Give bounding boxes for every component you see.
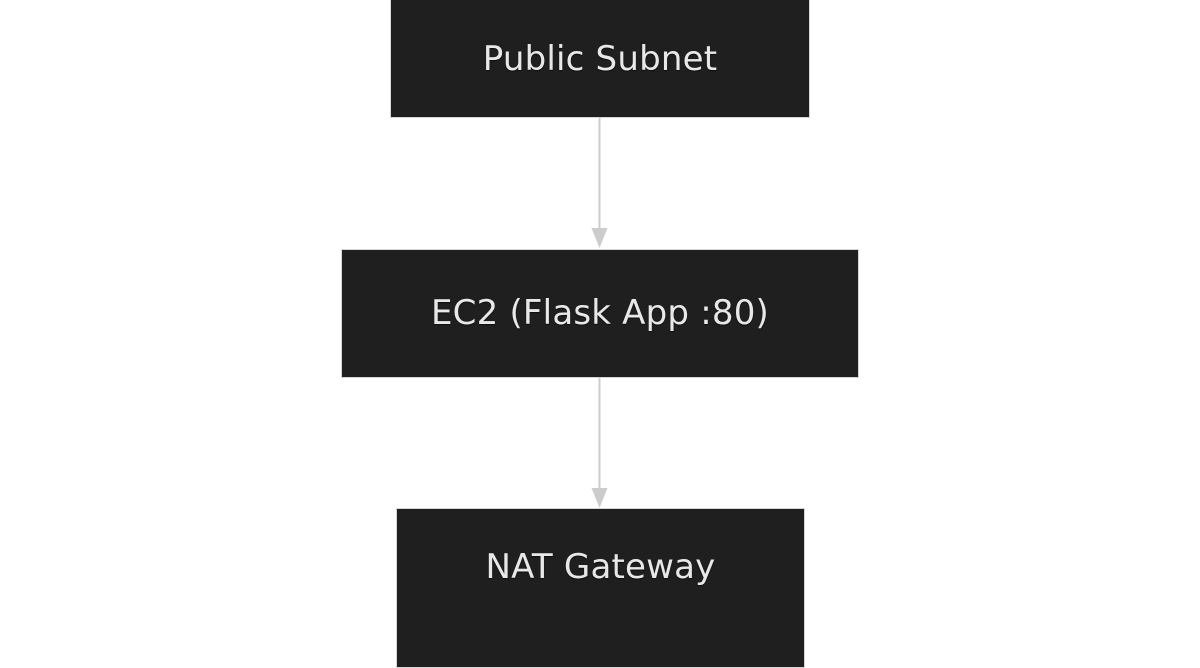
- node-ec2[interactable]: EC2 (Flask App :80): [341, 249, 859, 378]
- node-public-subnet-label: Public Subnet: [482, 38, 718, 79]
- flowchart-diagram: Public Subnet EC2 (Flask App :80) NAT Ga…: [341, 0, 859, 668]
- node-ec2-label: EC2 (Flask App :80): [431, 293, 769, 334]
- node-nat-gateway-label: NAT Gateway: [485, 546, 716, 587]
- node-public-subnet[interactable]: Public Subnet: [390, 0, 810, 118]
- edge-layer: [591, 118, 608, 508]
- node-nat-gateway[interactable]: NAT Gateway: [396, 508, 805, 668]
